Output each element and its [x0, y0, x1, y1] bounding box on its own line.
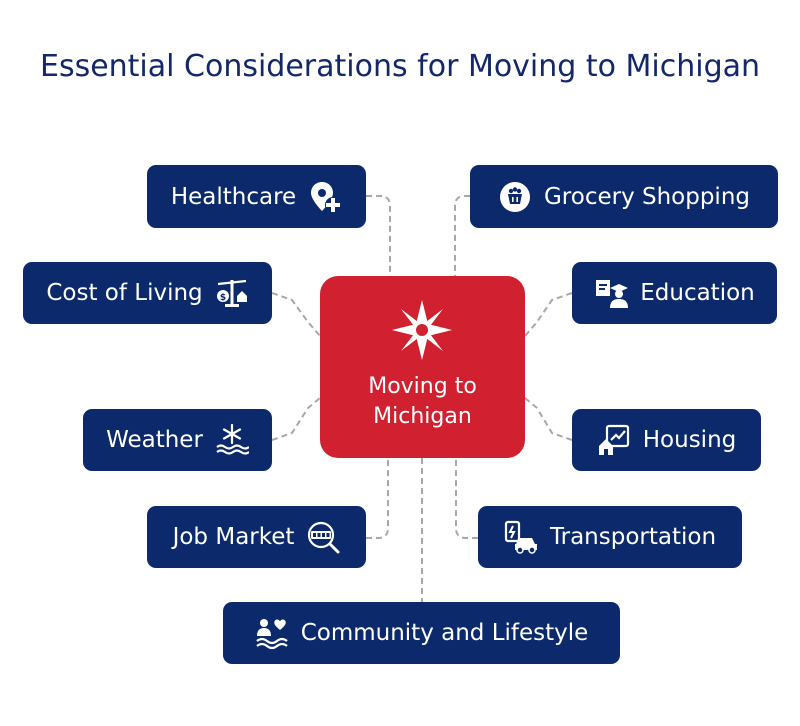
- connector-grocery: [454, 195, 470, 276]
- svg-text:$: $: [220, 293, 226, 303]
- node-cost-label: Cost of Living: [46, 280, 203, 306]
- node-housing: Housing: [572, 409, 761, 471]
- node-healthcare-label: Healthcare: [170, 183, 297, 210]
- snow-water-icon: [215, 423, 249, 457]
- node-healthcare: Healthcare: [147, 165, 366, 228]
- connector-education: [524, 292, 573, 337]
- node-job-market: Job Market: [147, 506, 366, 568]
- node-transport-label: Transportation: [549, 524, 717, 550]
- connector-jobs: [366, 458, 389, 539]
- connector-cost: [271, 292, 321, 337]
- node-community: Community and Lifestyle: [223, 602, 620, 664]
- location-plus-icon: [308, 180, 342, 214]
- jobs-search-icon: [306, 520, 340, 554]
- center-label-line2: Michigan: [373, 404, 472, 429]
- node-housing-label: Housing: [642, 427, 737, 453]
- node-transportation: Transportation: [478, 506, 742, 568]
- people-heart-icon: [255, 616, 289, 650]
- node-jobs-label: Job Market: [172, 524, 295, 550]
- connector-transport: [455, 458, 478, 539]
- node-education-label: Education: [640, 280, 755, 306]
- node-community-label: Community and Lifestyle: [300, 620, 589, 646]
- node-grocery: Grocery Shopping: [470, 165, 778, 228]
- node-weather-label: Weather: [106, 427, 203, 453]
- balance-scale-icon: $: [215, 276, 249, 310]
- node-weather: Weather: [83, 409, 272, 471]
- electric-car-icon: [504, 520, 538, 554]
- center-node: Moving to Michigan: [320, 276, 525, 458]
- node-grocery-label: Grocery Shopping: [543, 183, 751, 210]
- grocery-basket-icon: [498, 180, 532, 214]
- connector-healthcare: [366, 195, 391, 276]
- center-label-line1: Moving to: [368, 374, 477, 399]
- connector-housing: [524, 397, 573, 441]
- page-title: Essential Considerations for Moving to M…: [39, 49, 761, 84]
- connector-weather: [271, 397, 321, 441]
- house-chart-icon: [597, 423, 631, 457]
- compass-icon: [390, 298, 454, 362]
- node-education: Education: [572, 262, 777, 324]
- node-cost-of-living: Cost of Living $: [23, 262, 272, 324]
- teacher-board-icon: [594, 276, 629, 310]
